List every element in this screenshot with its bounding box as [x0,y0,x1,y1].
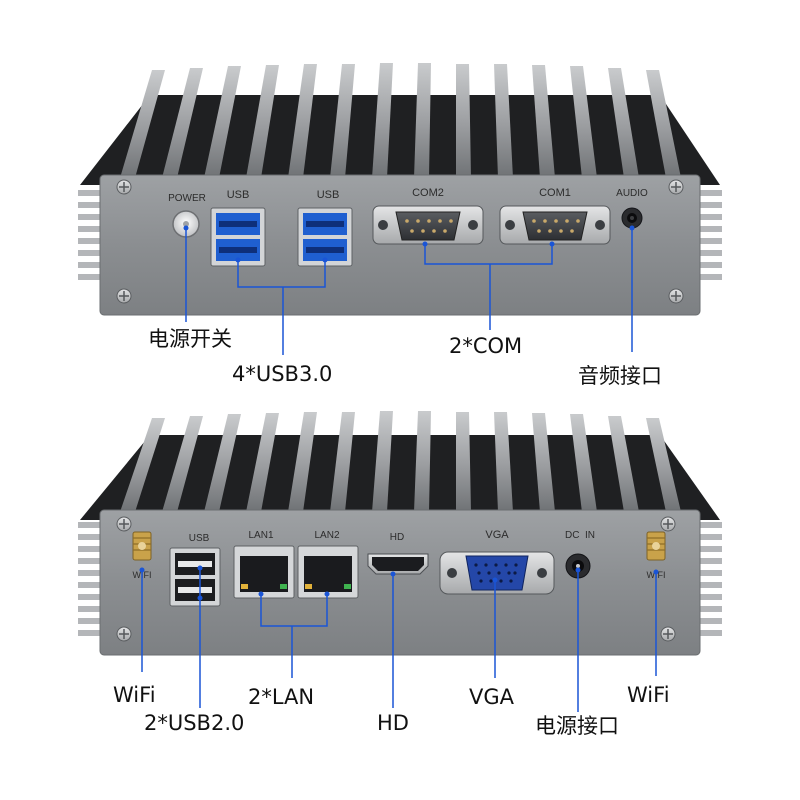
lan1-port[interactable] [233,545,295,599]
screw-icon [116,179,684,304]
heatsink-fins-bottom [78,411,722,636]
hdmi-port[interactable] [367,553,429,575]
dc-in-label: DC IN [565,530,595,541]
usb3-port-group-right[interactable] [297,207,353,267]
callout-lan: 2*LAN [248,685,314,709]
top-unit: POWER USB USB COM2 [78,63,722,388]
lan2-label: LAN2 [314,530,339,541]
usb2-port-group[interactable] [169,547,221,607]
usb-right-label: USB [317,189,340,201]
audio-jack[interactable] [621,207,643,229]
callout-audio-port: 音频接口 [578,364,662,388]
callout-wifi-right: WiFi [627,683,670,707]
vga-label: VGA [485,529,509,541]
usb2-label: USB [189,533,210,544]
callout-lines-top [183,225,635,355]
audio-label: AUDIO [616,188,648,199]
screw-icon [116,516,676,642]
callout-power-switch: 电源开关 [148,327,232,351]
callout-usb2: 2*USB2.0 [144,711,244,735]
power-label: POWER [168,193,206,204]
callout-usb3: 4*USB3.0 [232,362,332,386]
bottom-unit: WIFI USB LAN1 LAN2 HD [78,411,722,738]
wifi-antenna-connector-right[interactable] [646,531,666,561]
lan2-port[interactable] [297,545,359,599]
lan1-label: LAN1 [248,530,273,541]
usb-left-label: USB [227,189,250,201]
heatsink-fins-top [78,63,722,280]
callout-hd: HD [377,711,409,735]
com2-label: COM2 [412,187,444,199]
callout-lines-bottom [139,565,659,712]
callout-vga: VGA [469,685,515,709]
com1-label: COM1 [539,187,571,199]
com1-port[interactable] [499,205,611,245]
vga-port[interactable] [439,551,555,595]
callout-power-port: 电源接口 [535,714,619,738]
usb3-port-group-left[interactable] [210,207,266,267]
callout-wifi-left: WiFi [113,683,156,707]
callout-com: 2*COM [449,334,522,358]
com2-port[interactable] [372,205,484,245]
wifi-antenna-connector-left[interactable] [132,531,152,561]
hd-label: HD [390,532,404,543]
